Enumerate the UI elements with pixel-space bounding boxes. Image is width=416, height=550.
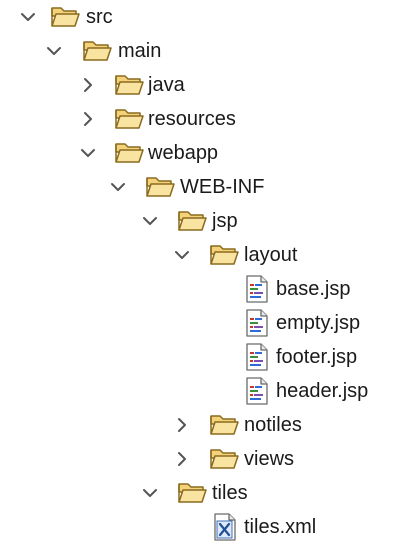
open-folder-icon [177,480,207,506]
tree-node-label: notiles [244,414,302,436]
tree-node-tiles[interactable]: tiles [0,476,416,510]
chevron-down-icon[interactable] [140,483,160,503]
open-folder-icon [177,208,207,234]
jsp-file-icon [245,275,269,303]
xml-file-icon [213,513,237,541]
tree-node-src[interactable]: src [0,0,416,34]
tree-node-header-jsp[interactable]: header.jsp [0,374,416,408]
tree-node-label: src [86,6,113,28]
chevron-right-icon[interactable] [172,449,192,469]
tree-node-label: java [148,74,185,96]
tree-node-layout[interactable]: layout [0,238,416,272]
tree-node-label: jsp [212,210,238,232]
tree-node-label: main [118,40,162,62]
tree-node-label: empty.jsp [276,312,361,334]
open-folder-icon [114,106,144,132]
jsp-file-icon [245,377,269,405]
tree-node-base-jsp[interactable]: base.jsp [0,272,416,306]
tree-node-label: webapp [148,142,219,164]
open-folder-icon [209,242,239,268]
tree-node-java[interactable]: java [0,68,416,102]
tree-node-web-inf[interactable]: WEB-INF [0,170,416,204]
chevron-right-icon[interactable] [78,75,98,95]
chevron-right-icon[interactable] [172,415,192,435]
open-folder-icon [82,38,112,64]
open-folder-icon [209,412,239,438]
open-folder-icon [50,4,80,30]
chevron-right-icon[interactable] [78,109,98,129]
tree-node-resources[interactable]: resources [0,102,416,136]
chevron-down-icon[interactable] [172,245,192,265]
tree-node-label: layout [244,244,298,266]
tree-node-jsp[interactable]: jsp [0,204,416,238]
chevron-down-icon[interactable] [108,177,128,197]
tree-node-label: resources [148,108,236,130]
jsp-file-icon [245,343,269,371]
tree-node-label: footer.jsp [276,346,358,368]
tree-node-empty-jsp[interactable]: empty.jsp [0,306,416,340]
tree-node-main[interactable]: main [0,34,416,68]
chevron-down-icon[interactable] [140,211,160,231]
tree-node-footer-jsp[interactable]: footer.jsp [0,340,416,374]
tree-node-notiles[interactable]: notiles [0,408,416,442]
jsp-file-icon [245,309,269,337]
chevron-down-icon[interactable] [78,143,98,163]
tree-node-views[interactable]: views [0,442,416,476]
open-folder-icon [145,174,175,200]
tree-node-webapp[interactable]: webapp [0,136,416,170]
tree-node-label: tiles.xml [244,516,317,538]
open-folder-icon [114,72,144,98]
open-folder-icon [114,140,144,166]
tree-node-tiles-xml[interactable]: tiles.xml [0,510,416,544]
tree-node-label: views [244,448,295,470]
tree-node-label: base.jsp [276,278,351,300]
tree-node-label: tiles [212,482,248,504]
tree-node-label: header.jsp [276,380,369,402]
chevron-down-icon[interactable] [44,41,64,61]
open-folder-icon [209,446,239,472]
chevron-down-icon[interactable] [18,7,38,27]
tree-node-label: WEB-INF [180,176,265,198]
